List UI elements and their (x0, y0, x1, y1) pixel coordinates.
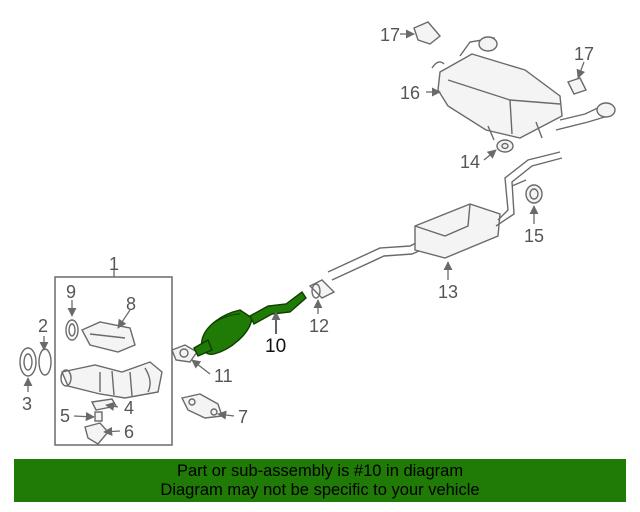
gasket-7 (180, 393, 223, 419)
callout-9: 9 (66, 282, 76, 302)
gasket-parts-left (19, 347, 52, 377)
insulator-15 (525, 184, 543, 204)
callout-14: 14 (460, 152, 480, 172)
callout-13: 13 (438, 282, 458, 302)
callout-6: 6 (124, 422, 134, 442)
callout-3: 3 (22, 394, 32, 414)
callout-labels: 1 9 8 2 3 4 5 6 7 11 10 12 13 14 15 16 1… (22, 25, 594, 442)
manifold-assembly-group (54, 270, 173, 446)
banner-line-2: Diagram may not be specific to your vehi… (160, 481, 480, 499)
callout-1: 1 (109, 254, 119, 274)
hanger-14 (496, 139, 514, 153)
flange-gasket-11 (171, 344, 199, 363)
callout-17-top-right: 17 (574, 44, 594, 64)
callout-11: 11 (214, 366, 233, 386)
brackets-17 (413, 21, 587, 95)
leader-lines (23, 29, 586, 437)
muffler-16 (431, 36, 616, 141)
callout-10: 10 (265, 336, 286, 357)
part-notice-banner: Part or sub-assembly is #10 in diagram D… (14, 459, 626, 502)
callout-17-top-left: 17 (380, 25, 400, 45)
callout-2: 2 (38, 316, 48, 336)
resonator-pipe-13 (327, 151, 563, 281)
banner-line-1: Part or sub-assembly is #10 in diagram (176, 462, 464, 480)
callout-5: 5 (60, 406, 70, 426)
callout-16: 16 (400, 83, 420, 103)
callout-8: 8 (126, 294, 136, 314)
callout-12: 12 (309, 316, 329, 336)
clamp-12 (308, 279, 336, 299)
callout-7: 7 (238, 407, 248, 427)
callout-4: 4 (124, 398, 134, 418)
callout-15: 15 (524, 226, 544, 246)
highlighted-converter-pipe-10 (193, 290, 307, 357)
